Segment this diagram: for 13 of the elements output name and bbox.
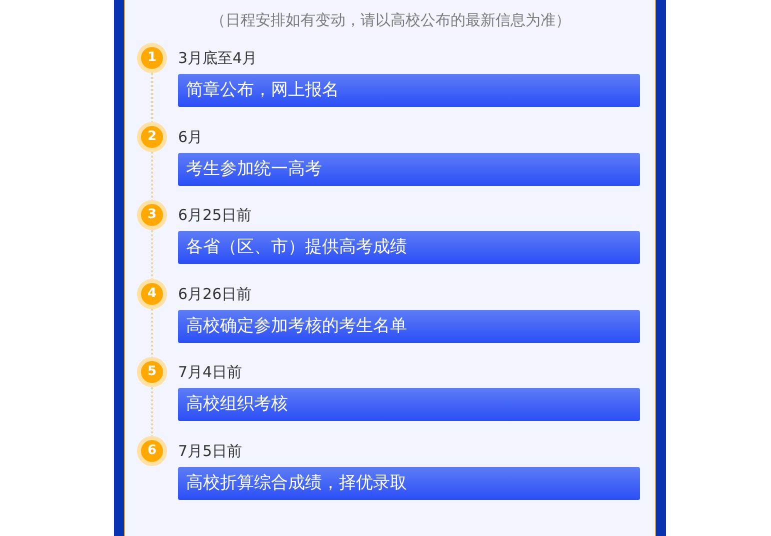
date-label: 7月4日前 [178, 362, 242, 382]
date-label: 6月25日前 [178, 205, 252, 226]
step-description-bar: 考生参加统一高考 [178, 152, 640, 186]
step-description-bar: 高校确定参加考核的考生名单 [178, 310, 640, 343]
date-label: 7月5日前 [178, 441, 242, 461]
step-description-bar: 各省（区、市）提供高考成绩 [178, 231, 640, 264]
date-label: 6月 [178, 126, 203, 147]
note-text: （日程安排如有变动，请以高校公布的最新信息为准） [210, 10, 572, 31]
date-label: 6月26日前 [178, 284, 252, 304]
date-label: 3月底至4月 [178, 48, 258, 68]
step-description-bar: 高校折算综合成绩，择优录取 [178, 467, 640, 500]
step-description-bar: 简章公布，网上报名 [178, 74, 640, 107]
step-description-bar: 高校组织考核 [178, 388, 640, 422]
